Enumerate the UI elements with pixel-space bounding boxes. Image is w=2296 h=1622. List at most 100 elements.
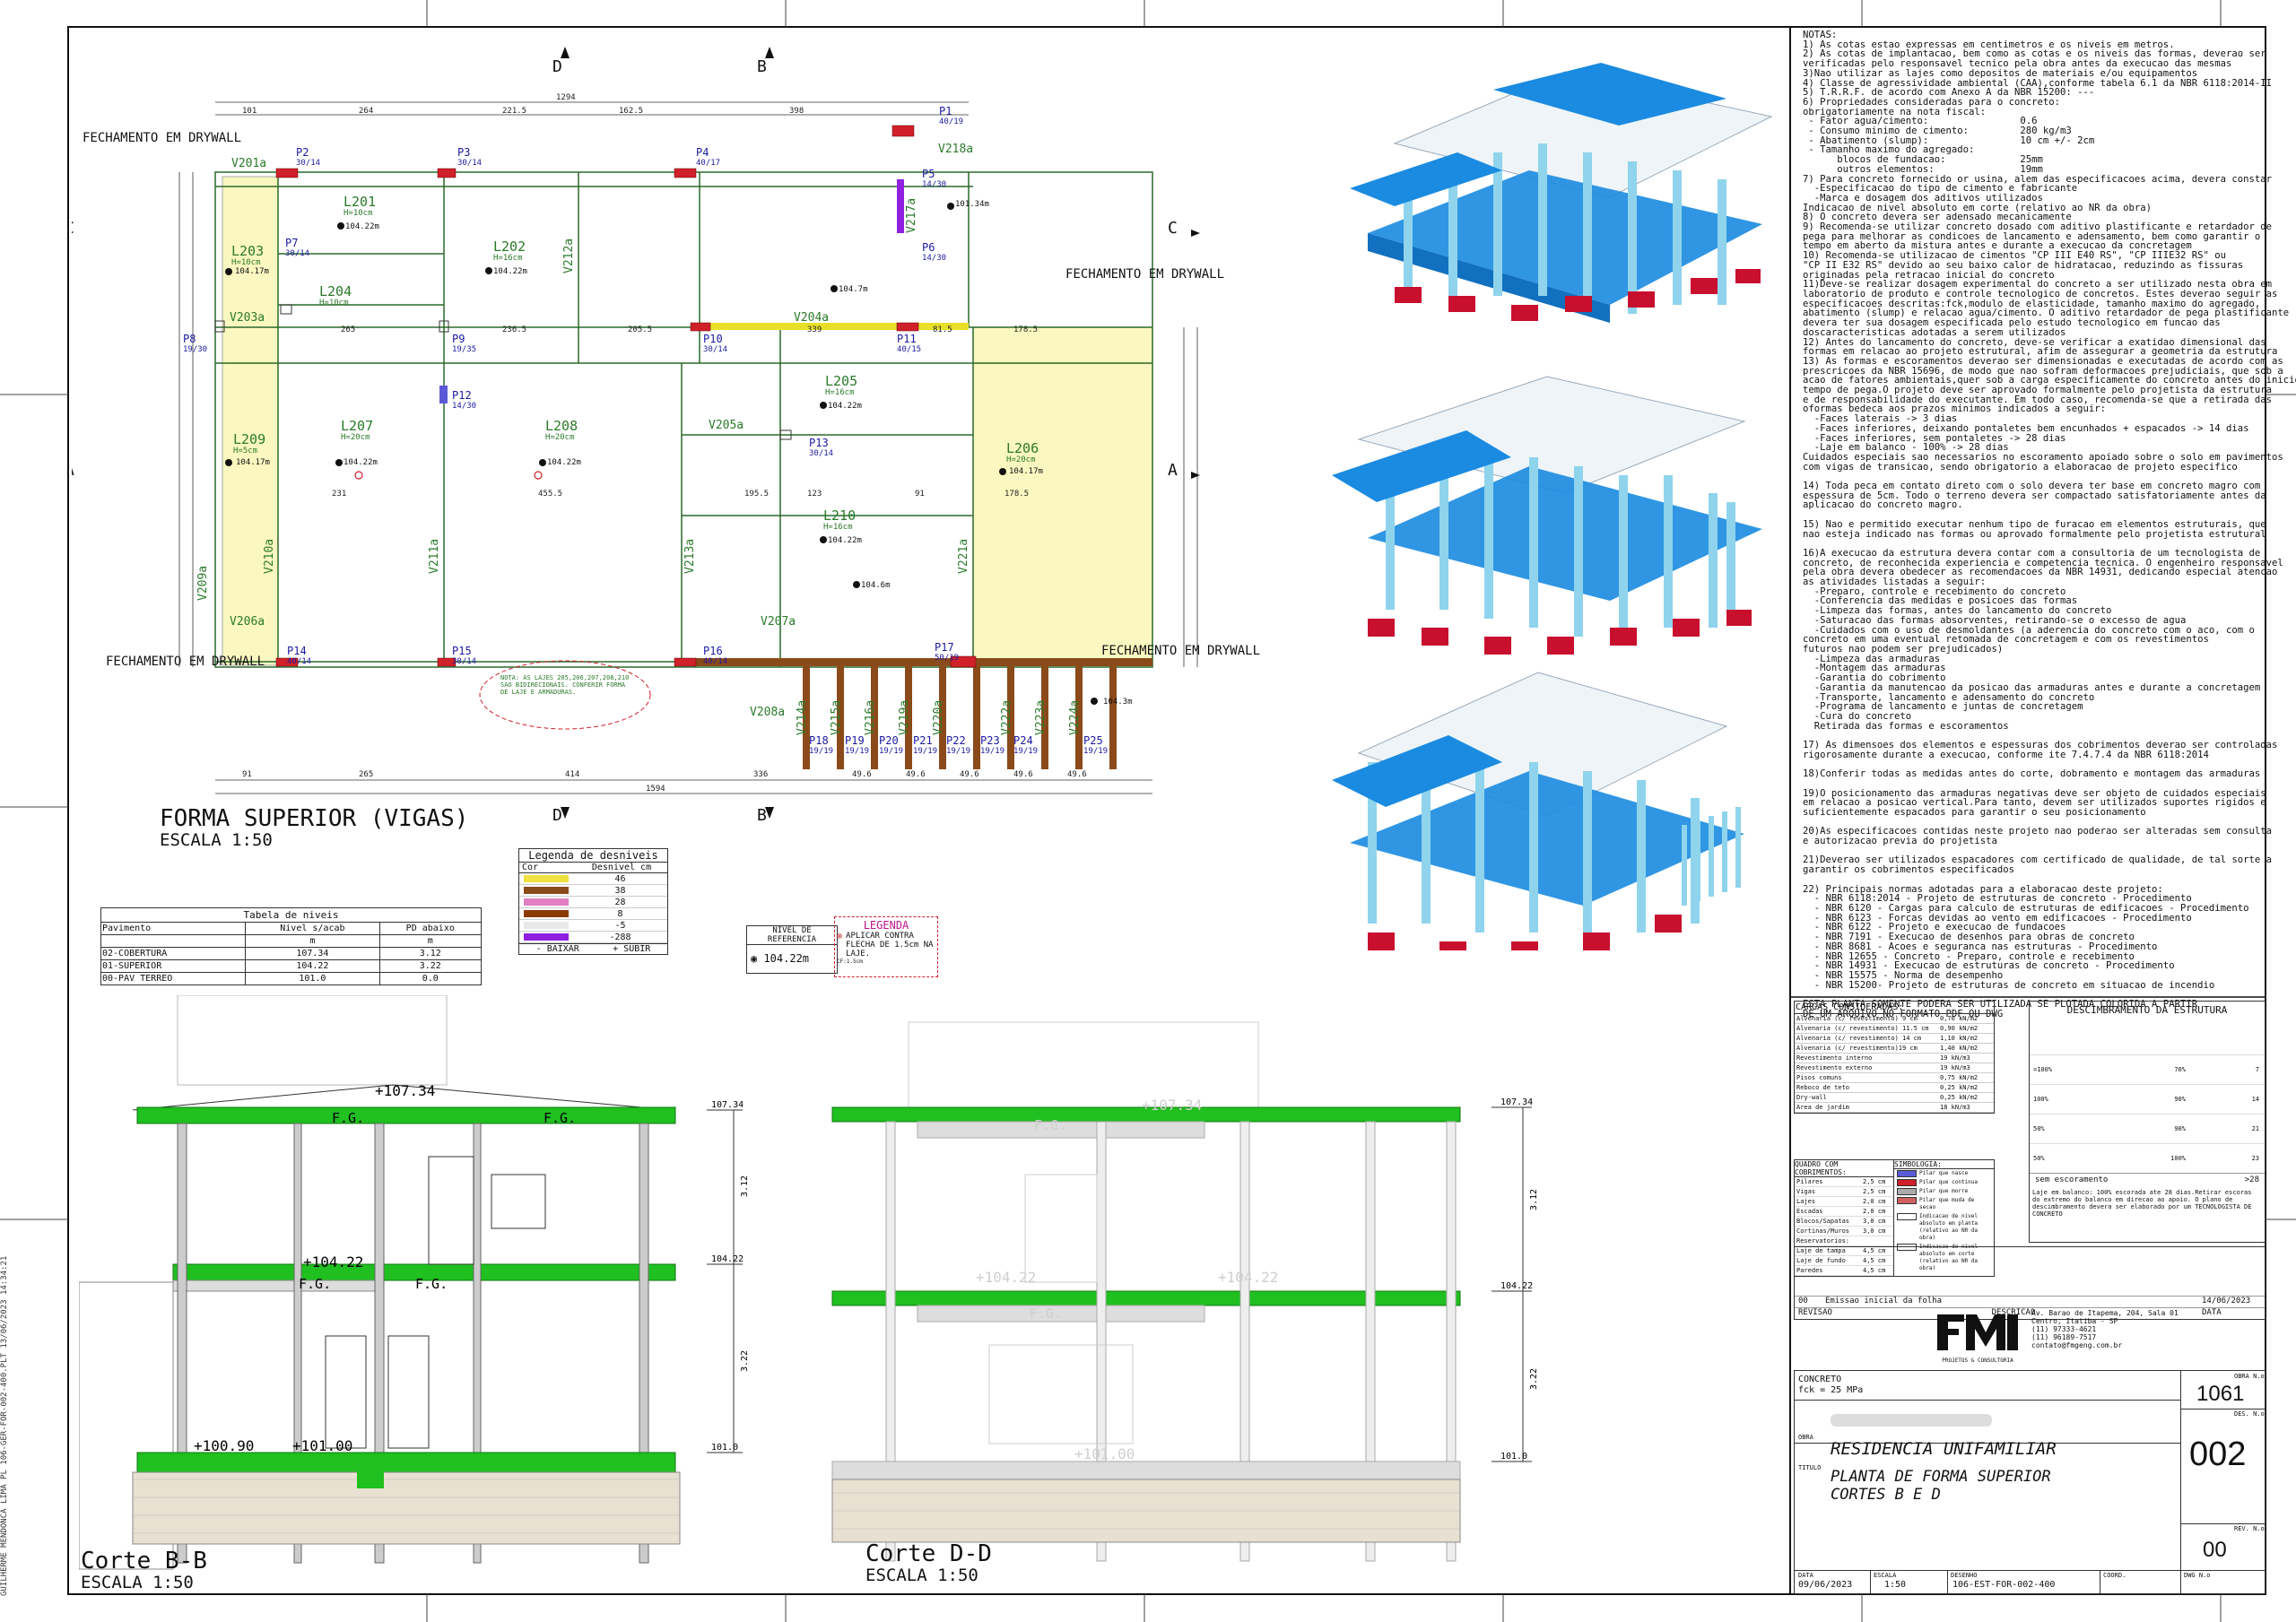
svg-text:H=16cm: H=16cm (493, 254, 523, 263)
svg-text:265: 265 (359, 770, 373, 779)
svg-text:49.6: 49.6 (906, 770, 926, 779)
svg-text:49.6: 49.6 (852, 770, 872, 779)
shoring-pct: 100% (2033, 1096, 2048, 1103)
svg-text:104.22: 104.22 (711, 1254, 744, 1264)
cover-value: 4,5 cm (1863, 1257, 1886, 1264)
load-label: Reboco de teto (1796, 1084, 1850, 1091)
symbology-label: Pilar que morre (1919, 1188, 1969, 1194)
svg-text:V220a: V220a (932, 700, 945, 735)
svg-text:L204: L204 (319, 283, 352, 299)
unevenness-row: -288 (519, 932, 667, 943)
3d-model-3 (1332, 672, 1744, 950)
svg-text:104.17m: 104.17m (235, 267, 269, 276)
svg-text:104.3m: 104.3m (1103, 698, 1133, 707)
svg-text:H=10cm: H=10cm (319, 299, 349, 308)
unevenness-row: 46 (519, 873, 667, 885)
svg-text:V222a: V222a (1000, 700, 1013, 735)
svg-text:19/19: 19/19 (845, 747, 869, 756)
svg-text:V205a: V205a (709, 419, 744, 432)
company-logo: PROJETOS & CONSULTORIA (1928, 1307, 2027, 1364)
svg-text:19/19: 19/19 (1083, 747, 1108, 756)
cover-value: 2,0 cm (1863, 1208, 1886, 1215)
svg-text:H=16cm: H=16cm (825, 388, 855, 397)
svg-text:V207a: V207a (761, 615, 796, 629)
svg-text:V212a: V212a (562, 239, 576, 273)
svg-text:V203a: V203a (230, 311, 265, 325)
svg-text:H=20cm: H=20cm (545, 433, 575, 442)
svg-text:V217a: V217a (905, 198, 918, 233)
shoring-pct: 50% (2033, 1125, 2045, 1132)
svg-text:30/14: 30/14 (285, 249, 309, 258)
unevenness-swatch (524, 875, 569, 882)
symbology-row: Pilar que morre (1894, 1187, 1994, 1196)
cover-label: Pilares (1796, 1178, 1823, 1185)
svg-text:P4: P4 (696, 146, 709, 159)
svg-text:+101.00: +101.00 (292, 1437, 352, 1454)
load-label: Alvenaria (c/ revestimento)19 cm (1796, 1045, 1918, 1052)
svg-text:40/19: 40/19 (939, 117, 963, 126)
svg-text:B: B (757, 57, 767, 76)
shoring-days: 21 (2251, 1125, 2259, 1132)
note-ellipse (479, 660, 651, 730)
section-bb-scale: ESCALA 1:50 (81, 1573, 194, 1592)
unevenness-row: 28 (519, 897, 667, 908)
svg-text:P8: P8 (183, 333, 196, 345)
svg-text:19/30: 19/30 (183, 345, 207, 354)
svg-text:40/14: 40/14 (703, 657, 727, 666)
svg-text:H=16cm: H=16cm (823, 523, 853, 532)
svg-text:F.G.: F.G. (332, 1110, 364, 1126)
svg-text:P25: P25 (1083, 734, 1103, 747)
svg-text:162.5: 162.5 (619, 107, 643, 116)
load-value: 1,10 kN/m2 (1940, 1035, 1979, 1042)
svg-text:P17: P17 (935, 641, 954, 654)
svg-text:P13: P13 (809, 437, 829, 449)
shoring-row: 100%90%14 (2030, 1084, 2265, 1114)
plot-stamp: GUILHERME MENDONCA LIMA PL 106-GER-FOR-0… (0, 1255, 9, 1596)
svg-text:D: D (552, 806, 562, 825)
shoring-pct: =100% (2033, 1066, 2053, 1073)
svg-text:414: 414 (565, 770, 579, 779)
plan-scale: ESCALA 1:50 (160, 830, 273, 850)
cover-label: Paredes (1796, 1267, 1823, 1274)
svg-text:C: C (1168, 219, 1178, 238)
load-label: Alvenaria (c/ revestimento) 9 cm (1796, 1015, 1918, 1022)
svg-text:L210: L210 (823, 507, 856, 524)
svg-text:104.17m: 104.17m (1009, 467, 1043, 476)
shoring-fck: 100% (2170, 1155, 2186, 1162)
svg-text:49.6: 49.6 (960, 770, 979, 779)
cover-label: Laje de fundo (1796, 1257, 1846, 1264)
unevenness-row: 38 (519, 885, 667, 897)
beam-v204a-yellow (700, 323, 969, 330)
cover-value: 3,0 cm (1863, 1218, 1886, 1225)
svg-text:19/19: 19/19 (913, 747, 937, 756)
drawing-number: 002 (2189, 1436, 2247, 1473)
section-bb: +107.34 +104.22 +101.00 +100.90 F.G. F.G… (79, 995, 750, 1570)
svg-text:P14: P14 (287, 645, 307, 657)
slab-l206-fill (972, 326, 1153, 666)
svg-text:81.5: 81.5 (933, 325, 952, 334)
section-bb-title: Corte B-B (81, 1548, 207, 1574)
svg-text:P3: P3 (457, 146, 470, 159)
svg-text:P11: P11 (897, 333, 917, 345)
load-label: Pisos comuns (1796, 1074, 1842, 1081)
svg-text:L205: L205 (825, 373, 857, 389)
svg-text:104.22m: 104.22m (828, 402, 862, 411)
svg-text:V218a: V218a (938, 143, 973, 156)
svg-text:14/30: 14/30 (922, 180, 946, 189)
symbology-label: Pilar que muda de secao (1919, 1197, 1975, 1210)
svg-text:P9: P9 (452, 333, 465, 345)
symbology-row: Pilar que continua (1894, 1178, 1994, 1187)
svg-text:P5: P5 (922, 168, 935, 180)
svg-text:V213a: V213a (683, 539, 697, 574)
